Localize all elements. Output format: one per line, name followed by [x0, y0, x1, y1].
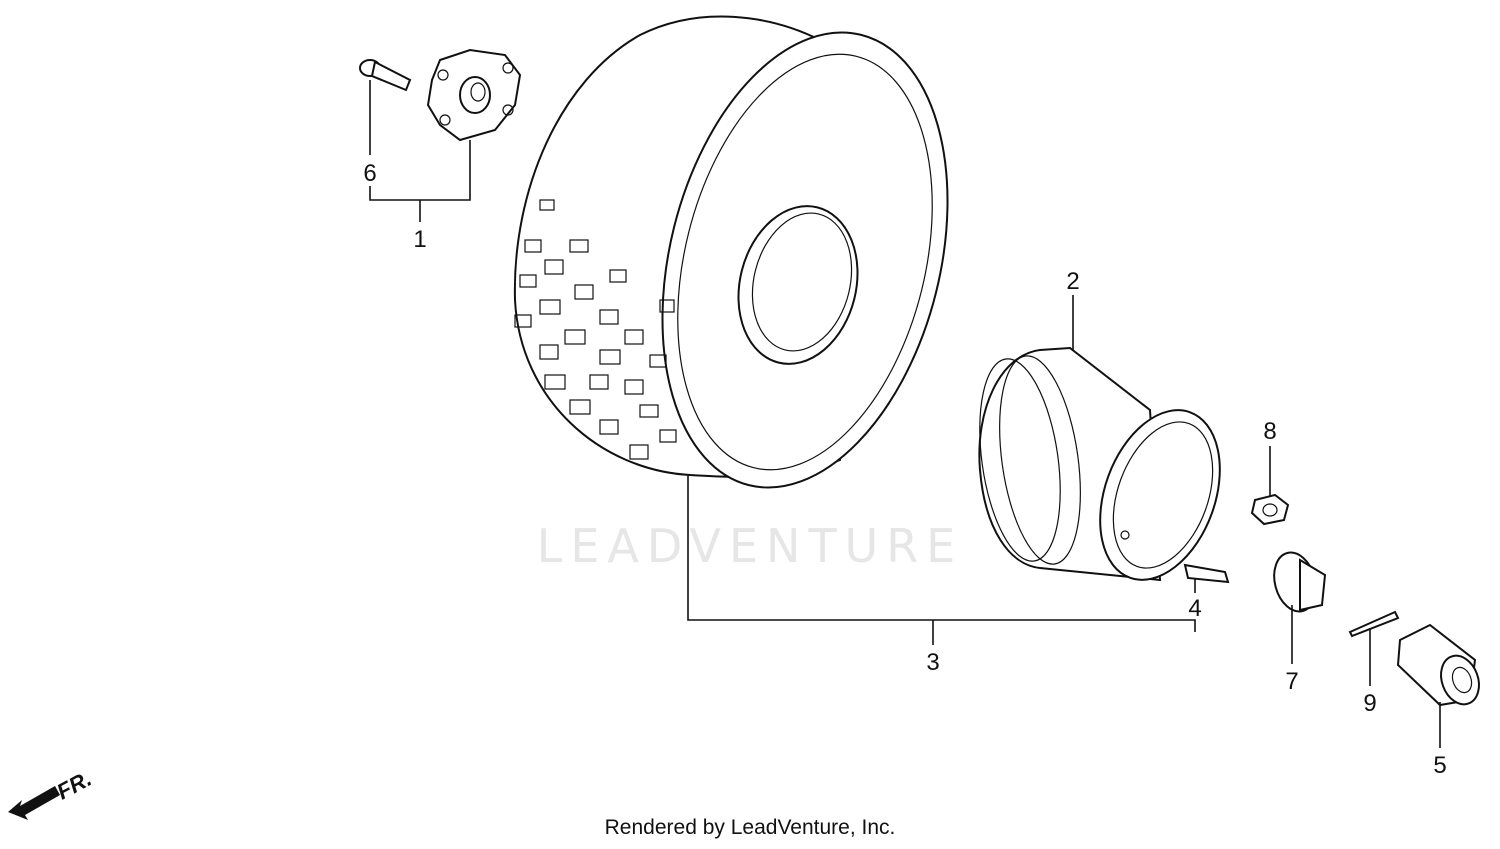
label-7: 7 [1285, 668, 1298, 695]
tire[interactable] [513, 2, 992, 518]
nut-part-8[interactable] [1250, 493, 1290, 526]
label-5: 5 [1433, 752, 1446, 779]
cotter-pin-part-9[interactable] [1348, 610, 1400, 638]
label-2: 2 [1066, 268, 1079, 295]
direction-label: FR. [53, 766, 96, 805]
castle-nut-part-7[interactable] [1268, 548, 1327, 616]
label-1: 1 [413, 226, 426, 253]
rim-part-2[interactable] [968, 346, 1242, 597]
label-6: 6 [363, 160, 376, 187]
tread-blocks [514, 199, 677, 460]
hub-part-1-assembly[interactable] [426, 48, 522, 142]
footer-credit: Rendered by LeadVenture, Inc. [604, 816, 896, 839]
label-4: 4 [1188, 595, 1201, 622]
arrow-left-icon [8, 786, 60, 820]
leader-lines [369, 80, 1441, 748]
front-direction-indicator: FR. [8, 766, 96, 820]
cap-part-5[interactable] [1396, 623, 1485, 710]
label-8: 8 [1263, 418, 1276, 445]
watermark-text: LEADVENTURE [537, 519, 964, 573]
label-9: 9 [1363, 690, 1376, 717]
valve-part-4[interactable] [1183, 563, 1230, 584]
bolt-part-6[interactable] [359, 59, 412, 92]
label-3: 3 [926, 649, 939, 676]
